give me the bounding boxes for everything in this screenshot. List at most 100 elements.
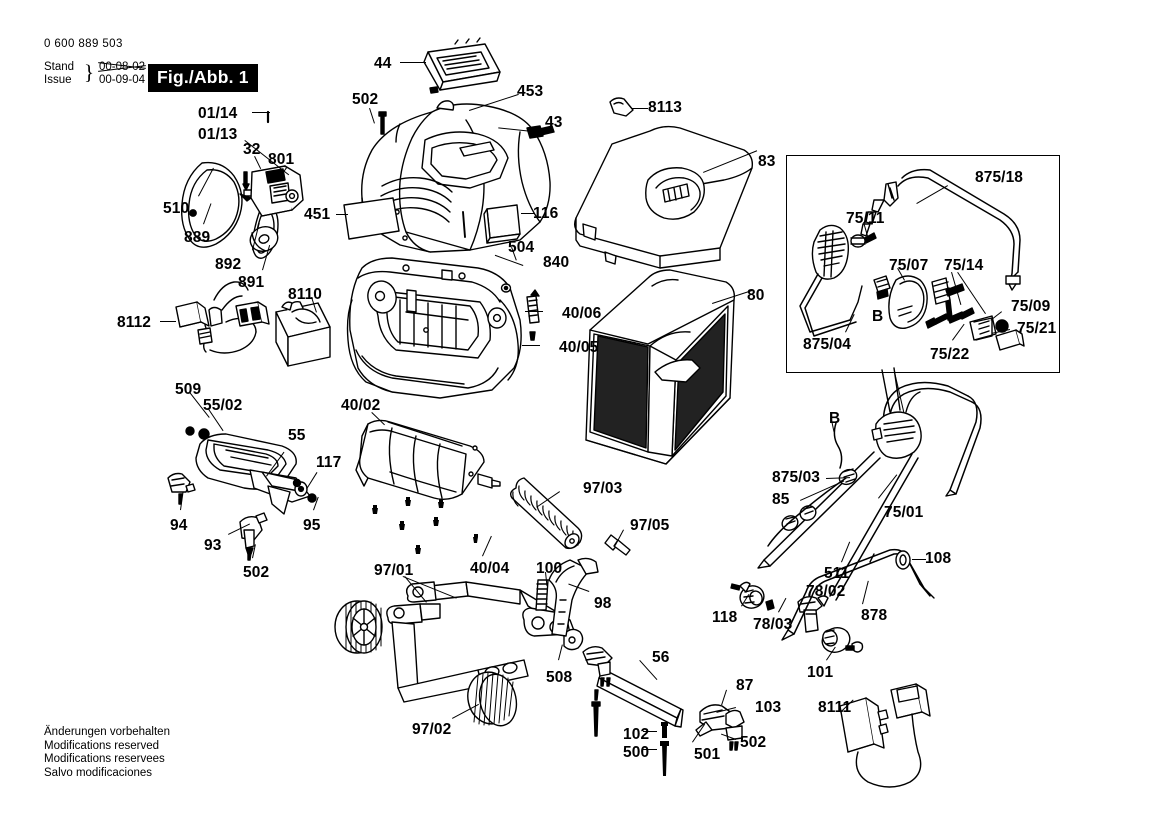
part-label-504: 504: [508, 239, 535, 256]
part-80-grassbox: [585, 269, 736, 465]
part-56-strip: [596, 668, 684, 728]
part-502-screw-top: [378, 111, 387, 135]
part-label-891: 891: [238, 274, 265, 291]
part-label-508: 508: [546, 669, 573, 686]
part-label-8111: 8111: [818, 699, 852, 716]
part-label-8112: 8112: [117, 314, 152, 331]
part-label-116: 116: [533, 205, 559, 222]
part-label-840: 840: [543, 254, 570, 271]
part-116-block: [483, 204, 521, 244]
part-label-55-02: 55/02: [203, 397, 243, 414]
part-label-502: 502: [352, 91, 379, 108]
part-label-B: B: [872, 308, 884, 325]
part-label-78-02: 78/02: [806, 583, 846, 600]
document-header: 0 600 889 503 Stand 00-08-02 Issue 00-09…: [44, 38, 344, 86]
part-9703-roller: [509, 477, 583, 550]
part-label-75-22: 75/22: [930, 346, 970, 363]
part-label-892: 892: [215, 256, 242, 273]
part-label-87: 87: [736, 677, 754, 694]
part-label-103: 103: [755, 699, 782, 716]
part-label-801: 801: [268, 151, 295, 168]
part-453-top-cover: [361, 100, 555, 253]
part-8112-harness: [175, 281, 270, 354]
part-label-75-11: 75/11: [846, 210, 885, 227]
part-label-44: 44: [374, 55, 392, 72]
part-label-75-07: 75/07: [889, 257, 929, 274]
part-label-502: 502: [740, 734, 767, 751]
part-label-8110: 8110: [288, 286, 323, 303]
footer-line-es: Salvo modificaciones: [44, 766, 153, 779]
part-4002-shroud: [355, 419, 501, 501]
part-label-511: 511: [824, 565, 850, 582]
part-label-80: 80: [747, 287, 765, 304]
part-label-93: 93: [204, 537, 222, 554]
part-501-small: [582, 645, 613, 737]
part-label-98: 98: [594, 595, 612, 612]
part-label-97-01: 97/01: [374, 562, 414, 579]
part-label-43: 43: [545, 114, 563, 131]
part-8110-battery: [275, 300, 331, 367]
part-label-40-05: 40/05: [559, 339, 599, 356]
part-101-bushing: [821, 627, 864, 653]
part-label-875-18: 875/18: [975, 169, 1024, 186]
part-label-509: 509: [175, 381, 202, 398]
part-wheel-right-9702: [467, 671, 518, 727]
part-label-102: 102: [623, 726, 650, 743]
part-label-85: 85: [772, 491, 790, 508]
part-label-878: 878: [861, 607, 888, 624]
part-118-bushing: [730, 581, 775, 611]
part-wheel-left: [334, 600, 383, 654]
part-label-453: 453: [517, 83, 544, 100]
part-label-40-02: 40/02: [341, 397, 381, 414]
part-801-motor-block: [239, 165, 304, 217]
footer-line-de: Änderungen vorbehalten: [44, 726, 170, 738]
part-label-55: 55: [288, 427, 306, 444]
part-label-75-01: 75/01: [884, 504, 924, 521]
detail-inset-box: [786, 155, 1060, 373]
part-label-75-21: 75/21: [1017, 320, 1057, 337]
part-label-510: 510: [163, 200, 190, 217]
part-label-01-13: 01/13: [198, 126, 238, 143]
part-4004-screws: [372, 497, 478, 554]
part-label-451: 451: [304, 206, 331, 223]
stand-label: Stand: [44, 61, 75, 73]
part-label-40-06: 40/06: [562, 305, 602, 322]
part-label-95: 95: [303, 517, 321, 534]
part-label-100: 100: [536, 560, 563, 577]
stand-issue-block: Stand 00-08-02 Issue 00-09-04 }: [44, 61, 145, 87]
part-8113-clip: [609, 97, 634, 117]
part-label-32: 32: [243, 141, 261, 158]
issue-label: Issue: [44, 74, 72, 86]
part-label-875-04: 875/04: [803, 336, 852, 353]
part-label-501: 501: [694, 746, 721, 763]
footer-disclaimer: Änderungen vorbehalten Modifications res…: [44, 726, 170, 780]
footer-line-en: Modifications reserved: [44, 739, 160, 752]
part-number: 0 600 889 503: [44, 38, 123, 50]
part-108-grommet: [895, 550, 911, 570]
part-label-8113: 8113: [648, 99, 683, 116]
part-label-94: 94: [170, 517, 188, 534]
part-451-label-plate: [343, 197, 400, 240]
part-label-83: 83: [758, 153, 776, 170]
part-label-118: 118: [712, 609, 738, 626]
part-label-78-03: 78/03: [753, 616, 793, 633]
part-label-889: 889: [184, 229, 211, 246]
part-878-lower-handle: [781, 548, 935, 641]
part-label-108: 108: [925, 550, 952, 567]
part-label-75-14: 75/14: [944, 257, 984, 274]
brace-glyph: }: [84, 60, 95, 84]
date-current: 00-09-04: [99, 74, 146, 86]
part-7802-clamp: [797, 595, 829, 633]
part-label-117: 117: [316, 454, 342, 471]
date-struck: 00-08-02: [99, 61, 146, 73]
part-label-01-14: 01/14: [198, 105, 238, 122]
part-4002-chassis: [346, 257, 522, 399]
part-label-875-03: 875/03: [772, 469, 821, 486]
part-44-flap: [423, 37, 501, 94]
part-label-101: 101: [807, 664, 834, 681]
part-label-97-02: 97/02: [412, 721, 452, 738]
footer-line-fr: Modifications reservees: [44, 753, 165, 766]
part-label-97-03: 97/03: [583, 480, 623, 497]
